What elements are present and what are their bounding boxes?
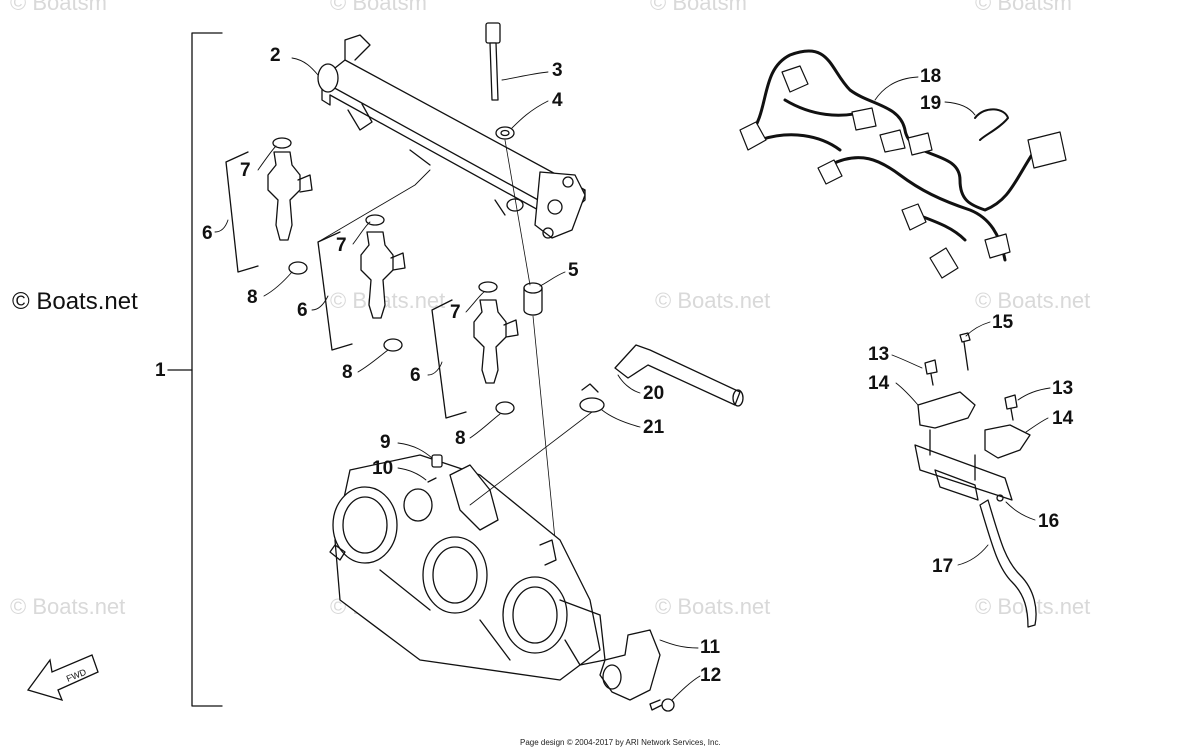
watermark: © Boatsm: [975, 0, 1072, 15]
bolt: [485, 22, 501, 101]
bolt: [924, 359, 938, 386]
clip: [427, 477, 437, 483]
harness-clip: [974, 108, 1009, 141]
fuel-injector: [473, 281, 519, 415]
callout-14: 14: [1052, 408, 1074, 429]
callout-3: 3: [552, 60, 563, 81]
callout-19: 19: [920, 93, 942, 114]
assembly-bracket: [191, 32, 223, 707]
page-footer: Page design © 2004-2017 by ARI Network S…: [520, 738, 721, 747]
fwd-arrow-icon: FWD: [26, 654, 99, 702]
callout-14: 14: [868, 373, 890, 394]
callout-10: 10: [372, 458, 394, 479]
callout-12: 12: [700, 665, 722, 686]
fuel-rail: [317, 34, 586, 239]
plug: [431, 454, 443, 468]
screw: [649, 698, 675, 712]
callout-18: 18: [920, 66, 942, 87]
screw: [959, 332, 971, 371]
fuel-injector: [267, 137, 313, 275]
callout-7: 7: [240, 160, 251, 181]
callout-17: 17: [932, 556, 954, 577]
callout-7: 7: [450, 302, 461, 323]
callout-15: 15: [992, 312, 1014, 333]
callout-6: 6: [297, 300, 308, 321]
sensor-bracket: [914, 391, 1031, 502]
callout-8: 8: [455, 428, 466, 449]
washer: [495, 126, 515, 140]
callout-4: 4: [552, 90, 563, 111]
harness-connectors: [739, 65, 1067, 279]
watermark: © Boatsm: [10, 0, 107, 15]
fuel-injector: [360, 214, 406, 352]
callout-8: 8: [342, 362, 353, 383]
callout-11: 11: [700, 637, 721, 658]
watermark-main: © Boats.net: [12, 288, 138, 315]
callout-8: 8: [247, 287, 258, 308]
watermark: © Boats.net: [975, 288, 1091, 313]
callout-6: 6: [202, 223, 213, 244]
callout-21: 21: [643, 417, 665, 438]
vacuum-hose: [614, 344, 744, 407]
throttle-position-sensor: [599, 629, 661, 701]
callout-13: 13: [868, 344, 890, 365]
watermark: © Boats.net: [10, 594, 126, 619]
callout-1: 1: [155, 360, 166, 381]
callout-16: 16: [1038, 511, 1060, 532]
watermark: © Boats.net: [655, 288, 771, 313]
hose-clamp: [579, 383, 605, 413]
callout-9: 9: [380, 432, 391, 453]
watermark: © Boatsm: [330, 0, 427, 15]
callout-13: 13: [1052, 378, 1074, 399]
bolt: [1004, 394, 1018, 421]
callout-7: 7: [336, 235, 347, 256]
watermark: © Boatsm: [650, 0, 747, 15]
callout-20: 20: [643, 383, 665, 404]
watermark: © Boats.net: [655, 594, 771, 619]
watermark: © Boats.net: [330, 288, 446, 313]
leader-lines: [214, 57, 1051, 701]
callout-2: 2: [270, 45, 281, 66]
spacer: [523, 282, 543, 316]
callout-6: 6: [410, 365, 421, 386]
vacuum-hose: [979, 499, 1037, 628]
throttle-body: [329, 454, 606, 681]
callout-5: 5: [568, 260, 579, 281]
